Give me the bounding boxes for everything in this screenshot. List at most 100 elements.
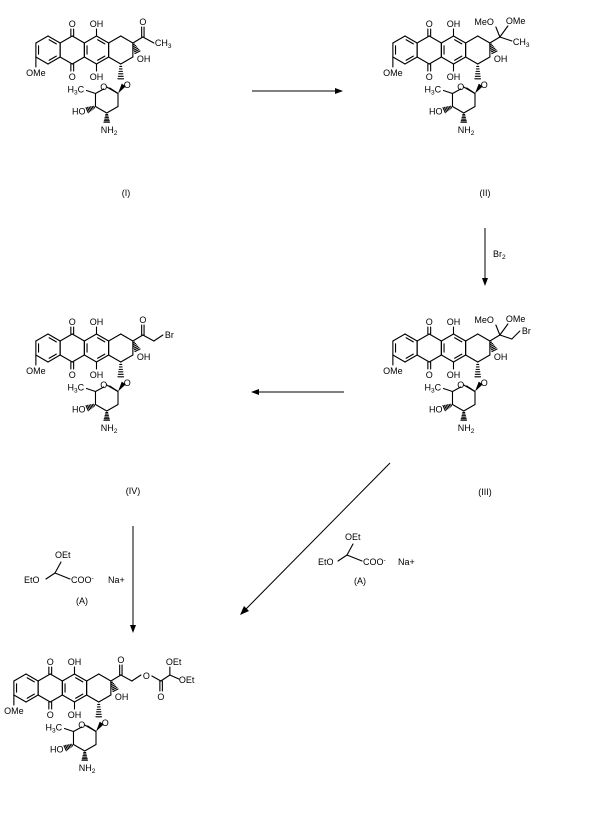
- phenol-oh-top: OH: [447, 19, 461, 29]
- quinone-oxygen-top: O: [426, 317, 433, 327]
- bromine-atom: Br: [165, 330, 174, 340]
- hash-stroke: [111, 684, 116, 687]
- sugar-ring-bond: [94, 88, 105, 95]
- ring-bond: [61, 673, 76, 682]
- quinone-oxygen-top: O: [47, 657, 54, 667]
- phenol-oh-top: OH: [68, 657, 82, 667]
- hash-stroke: [133, 47, 139, 51]
- sugar-hydroxyl: HO: [429, 107, 443, 117]
- ring-bond: [440, 354, 455, 363]
- hash-stroke: [132, 342, 137, 346]
- ring-double-bond: [97, 39, 106, 45]
- side-chain-bond: [142, 334, 155, 342]
- ring-double-bond: [26, 677, 35, 683]
- sugar-methyl-subscript: 3: [74, 388, 78, 395]
- sugar-ring-bond: [106, 403, 119, 412]
- ring-bond: [120, 333, 134, 342]
- compound-label-i: (I): [122, 188, 131, 198]
- ring-b-quinone: [416, 333, 442, 363]
- hash-stroke: [110, 681, 114, 684]
- methoxy-group: OMe: [383, 366, 403, 376]
- sugar-hydroxyl: HO: [72, 107, 86, 117]
- ketone-oxygen: O: [139, 17, 146, 27]
- hash-stroke: [442, 405, 446, 412]
- ring-bond: [25, 694, 39, 703]
- ring-bond: [35, 56, 49, 65]
- sugar-ring-bond: [87, 725, 97, 733]
- hash-stroke: [63, 745, 67, 752]
- ring-bond: [98, 694, 112, 703]
- sugar-methyl-tail: C: [78, 85, 85, 95]
- sugar-ring-bond: [463, 403, 476, 412]
- hash-stroke: [90, 106, 93, 111]
- reagent-a-left-counterion: Na+: [108, 575, 125, 585]
- phenol-oh-bottom: OH: [447, 370, 461, 380]
- ring-d-cyclohexane: [465, 35, 491, 65]
- ring-bond: [440, 333, 455, 342]
- sugar-amine-symbol: NH: [101, 423, 114, 433]
- hash-stroke: [447, 404, 450, 409]
- sugar-ring-oxygen: O: [100, 380, 107, 390]
- quinone-oxygen-bottom: O: [69, 370, 76, 380]
- quinone-oxygen-bottom: O: [47, 710, 54, 720]
- acetal-bond: [169, 674, 180, 680]
- ring-bond: [71, 35, 85, 44]
- glycosidic-oxygen: O: [124, 378, 131, 388]
- ring-bond: [37, 673, 51, 682]
- ring-double-bond: [48, 55, 57, 61]
- reagent-a-left: OEt EtO COO- Na+ (A): [24, 550, 125, 606]
- ring-double-bond: [97, 353, 106, 359]
- sugar-methyl-bond: [63, 727, 75, 733]
- ring-a-aromatic: [35, 333, 61, 363]
- sugar-amine: NH2: [101, 125, 118, 137]
- ketal-bond: [499, 334, 513, 340]
- hash-stroke: [491, 348, 498, 353]
- c7-glycoside-hash: [474, 65, 482, 80]
- sugar-hydroxyl-hash: [63, 743, 74, 752]
- c9-hydroxyl-hash: [132, 43, 141, 55]
- hash-stroke: [448, 403, 451, 408]
- hash-stroke: [132, 44, 137, 48]
- c7-glycoside-hash: [117, 65, 125, 80]
- ring-bond: [61, 694, 76, 703]
- c9-hydroxyl-hash: [110, 681, 119, 693]
- anomeric-wedge: [118, 381, 126, 392]
- ring-bond: [120, 56, 134, 65]
- ester-oxygen: O: [143, 671, 150, 681]
- sugar-ring-oxygen: O: [100, 82, 107, 92]
- ring-bond: [83, 56, 98, 65]
- ring-double-bond: [48, 39, 57, 45]
- ring-d-cyclohexane: [465, 333, 491, 363]
- hash-stroke: [71, 743, 74, 747]
- compound-label-iii: (III): [478, 487, 492, 497]
- ring-a-aromatic: [392, 35, 418, 65]
- ring-bond: [416, 56, 430, 65]
- hash-stroke: [491, 50, 498, 55]
- sugar-ring-bond: [451, 105, 465, 114]
- ring-bond: [428, 56, 442, 65]
- c9-hydroxyl: OH: [494, 54, 508, 64]
- reagent-a-left-charge: -: [92, 575, 94, 582]
- ketal-bond: [495, 26, 501, 38]
- compound-label-iv: (IV): [126, 486, 141, 496]
- ring-bond: [13, 694, 27, 703]
- sugar-methyl-subscript: 3: [52, 728, 56, 735]
- sugar-methyl-subscript: 3: [431, 388, 435, 395]
- side-chain-bond: [142, 36, 155, 44]
- hash-stroke: [91, 403, 94, 408]
- sugar-ring-bond: [451, 88, 462, 95]
- ring-double-bond: [405, 55, 414, 61]
- compound-label-ii: (II): [480, 188, 491, 198]
- ketal-methyl-h: H: [519, 37, 526, 47]
- quinone-oxygen-top: O: [69, 19, 76, 29]
- ring-bond: [392, 56, 406, 65]
- sugar-amine: NH2: [101, 423, 118, 435]
- ring-b-quinone: [416, 35, 442, 65]
- ring-bond: [392, 35, 406, 44]
- ring-double-bond: [454, 353, 463, 359]
- hash-stroke: [489, 43, 493, 46]
- ring-bond: [477, 354, 491, 363]
